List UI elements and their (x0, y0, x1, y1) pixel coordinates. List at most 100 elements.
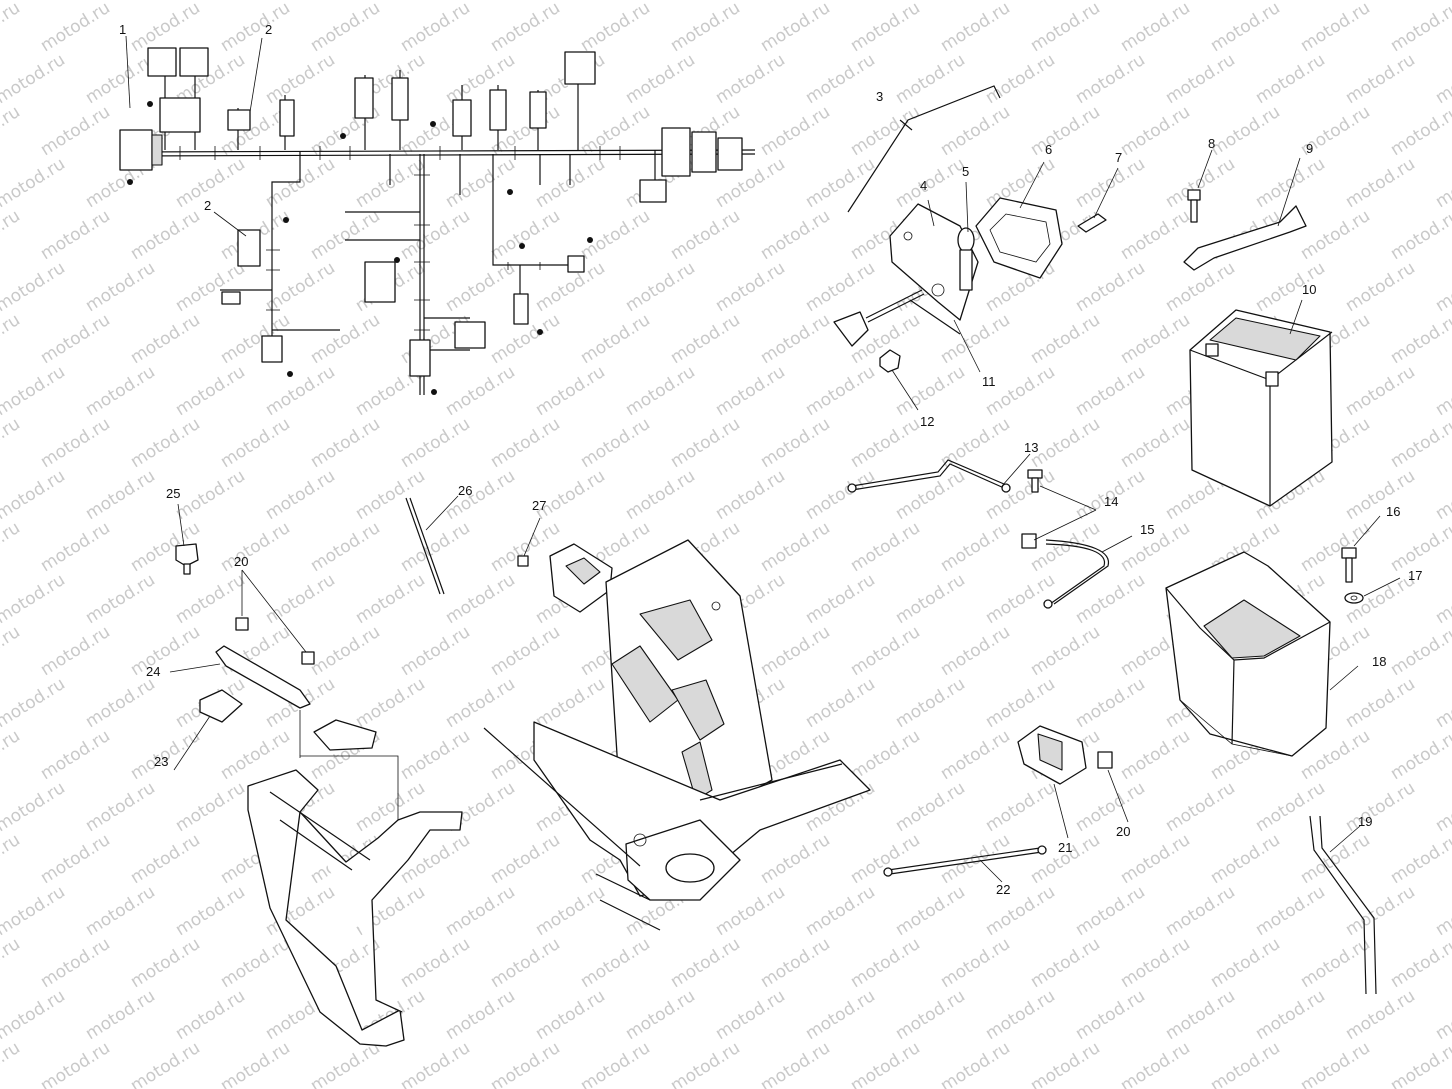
watermark-text: motod.ru (1072, 362, 1149, 420)
mount-bracket-24-part (215, 645, 311, 709)
clip-25-part (175, 543, 199, 575)
callout-4: 4 (920, 178, 927, 193)
bolt-16-part (1341, 547, 1357, 583)
watermark-text: motod.ru (532, 882, 609, 940)
watermark-text: motod.ru (37, 414, 114, 472)
watermark-text: motod.ru (352, 570, 429, 628)
callout-1: 1 (119, 22, 126, 37)
watermark-text: motod.ru (667, 414, 744, 472)
watermark-text: motod.ru (802, 258, 879, 316)
watermark-text: motod.ru (1117, 1038, 1194, 1089)
watermark-text: motod.ru (1432, 0, 1452, 4)
watermark-text: motod.ru (487, 206, 564, 264)
watermark-text: motod.ru (37, 0, 114, 56)
watermark-text: motod.ru (622, 986, 699, 1044)
watermark-text: motod.ru (397, 518, 474, 576)
watermark-text: motod.ru (622, 362, 699, 420)
watermark-text: motod.ru (0, 674, 69, 732)
watermark-text: motod.ru (802, 362, 879, 420)
watermark-text: motod.ru (1117, 206, 1194, 264)
watermark-text: motod.ru (82, 570, 159, 628)
callout-20a: 20 (234, 554, 248, 569)
watermark-text: motod.ru (1387, 726, 1452, 784)
watermark-text: motod.ru (532, 362, 609, 420)
watermark-text: motod.ru (1432, 674, 1452, 732)
watermark-text: motod.ru (712, 466, 789, 524)
watermark-text: motod.ru (217, 414, 294, 472)
watermark-text: motod.ru (262, 258, 339, 316)
tail-light-lens-part (975, 197, 1063, 279)
watermark-text: motod.ru (37, 1038, 114, 1089)
callout-6: 6 (1045, 142, 1052, 157)
screw-27-part (517, 555, 529, 567)
watermark-text: motod.ru (1072, 674, 1149, 732)
watermark-text: motod.ru (847, 518, 924, 576)
watermark-text: motod.ru (982, 570, 1059, 628)
watermark-text: motod.ru (577, 1038, 654, 1089)
watermark-text: motod.ru (847, 830, 924, 888)
watermark-text: motod.ru (262, 570, 339, 628)
watermark-text: motod.ru (487, 414, 564, 472)
watermark-text: motod.ru (1117, 0, 1194, 56)
watermark-text: motod.ru (1387, 102, 1452, 160)
watermark-text: motod.ru (0, 258, 69, 316)
watermark-text: motod.ru (0, 934, 24, 992)
watermark-text: motod.ru (1387, 622, 1452, 680)
watermark-text: motod.ru (82, 986, 159, 1044)
watermark-text: motod.ru (667, 310, 744, 368)
watermark-text: motod.ru (757, 830, 834, 888)
watermark-text: motod.ru (0, 726, 24, 784)
watermark-text: motod.ru (442, 466, 519, 524)
screw-20-right-part (1097, 751, 1113, 769)
watermark-text: motod.ru (442, 674, 519, 732)
watermark-text: motod.ru (982, 466, 1059, 524)
watermark-text: motod.ru (442, 570, 519, 628)
watermark-text: motod.ru (1027, 414, 1104, 472)
watermark-text: motod.ru (127, 830, 204, 888)
watermark-text: motod.ru (0, 0, 24, 56)
watermark-text: motod.ru (397, 1038, 474, 1089)
solenoid-cable-part (883, 845, 1047, 877)
wiring-harness (119, 47, 756, 395)
callout-16: 16 (1386, 504, 1400, 519)
watermark-text: motod.ru (982, 882, 1059, 940)
watermark-text: motod.ru (1252, 50, 1329, 108)
watermark-text: motod.ru (667, 934, 744, 992)
watermark-text: motod.ru (37, 726, 114, 784)
watermark-text: motod.ru (127, 414, 204, 472)
watermark-text: motod.ru (757, 414, 834, 472)
callout-19: 19 (1358, 814, 1372, 829)
watermark-text: motod.ru (1207, 934, 1284, 992)
watermark-text: motod.ru (487, 830, 564, 888)
watermark-text: motod.ru (442, 362, 519, 420)
watermark-text: motod.ru (937, 102, 1014, 160)
watermark-text: motod.ru (667, 0, 744, 56)
watermark-text: motod.ru (442, 154, 519, 212)
watermark-text: motod.ru (0, 830, 24, 888)
watermark-text: motod.ru (0, 622, 24, 680)
watermark-text: motod.ru (892, 362, 969, 420)
watermark-text: motod.ru (622, 466, 699, 524)
watermark-text: motod.ru (1342, 986, 1419, 1044)
watermark-text: motod.ru (397, 622, 474, 680)
watermark-text: motod.ru (397, 934, 474, 992)
watermark-text: motod.ru (1342, 258, 1419, 316)
watermark-text: motod.ru (487, 0, 564, 56)
watermark-text: motod.ru (37, 934, 114, 992)
callout-23: 23 (154, 754, 168, 769)
callout-25: 25 (166, 486, 180, 501)
watermark-text: motod.ru (577, 934, 654, 992)
watermark-text: motod.ru (442, 882, 519, 940)
watermark-text: motod.ru (1297, 1038, 1374, 1089)
watermark-text: motod.ru (892, 466, 969, 524)
watermark-text: motod.ru (1252, 778, 1329, 836)
watermark-text: motod.ru (172, 258, 249, 316)
watermark-text: motod.ru (397, 414, 474, 472)
watermark-text: motod.ru (82, 362, 159, 420)
watermark-text: motod.ru (0, 518, 24, 576)
watermark-text: motod.ru (1342, 362, 1419, 420)
watermark-text: motod.ru (127, 206, 204, 264)
watermark-text: motod.ru (127, 1038, 204, 1089)
watermark-text: motod.ru (262, 50, 339, 108)
callout-18: 18 (1372, 654, 1386, 669)
